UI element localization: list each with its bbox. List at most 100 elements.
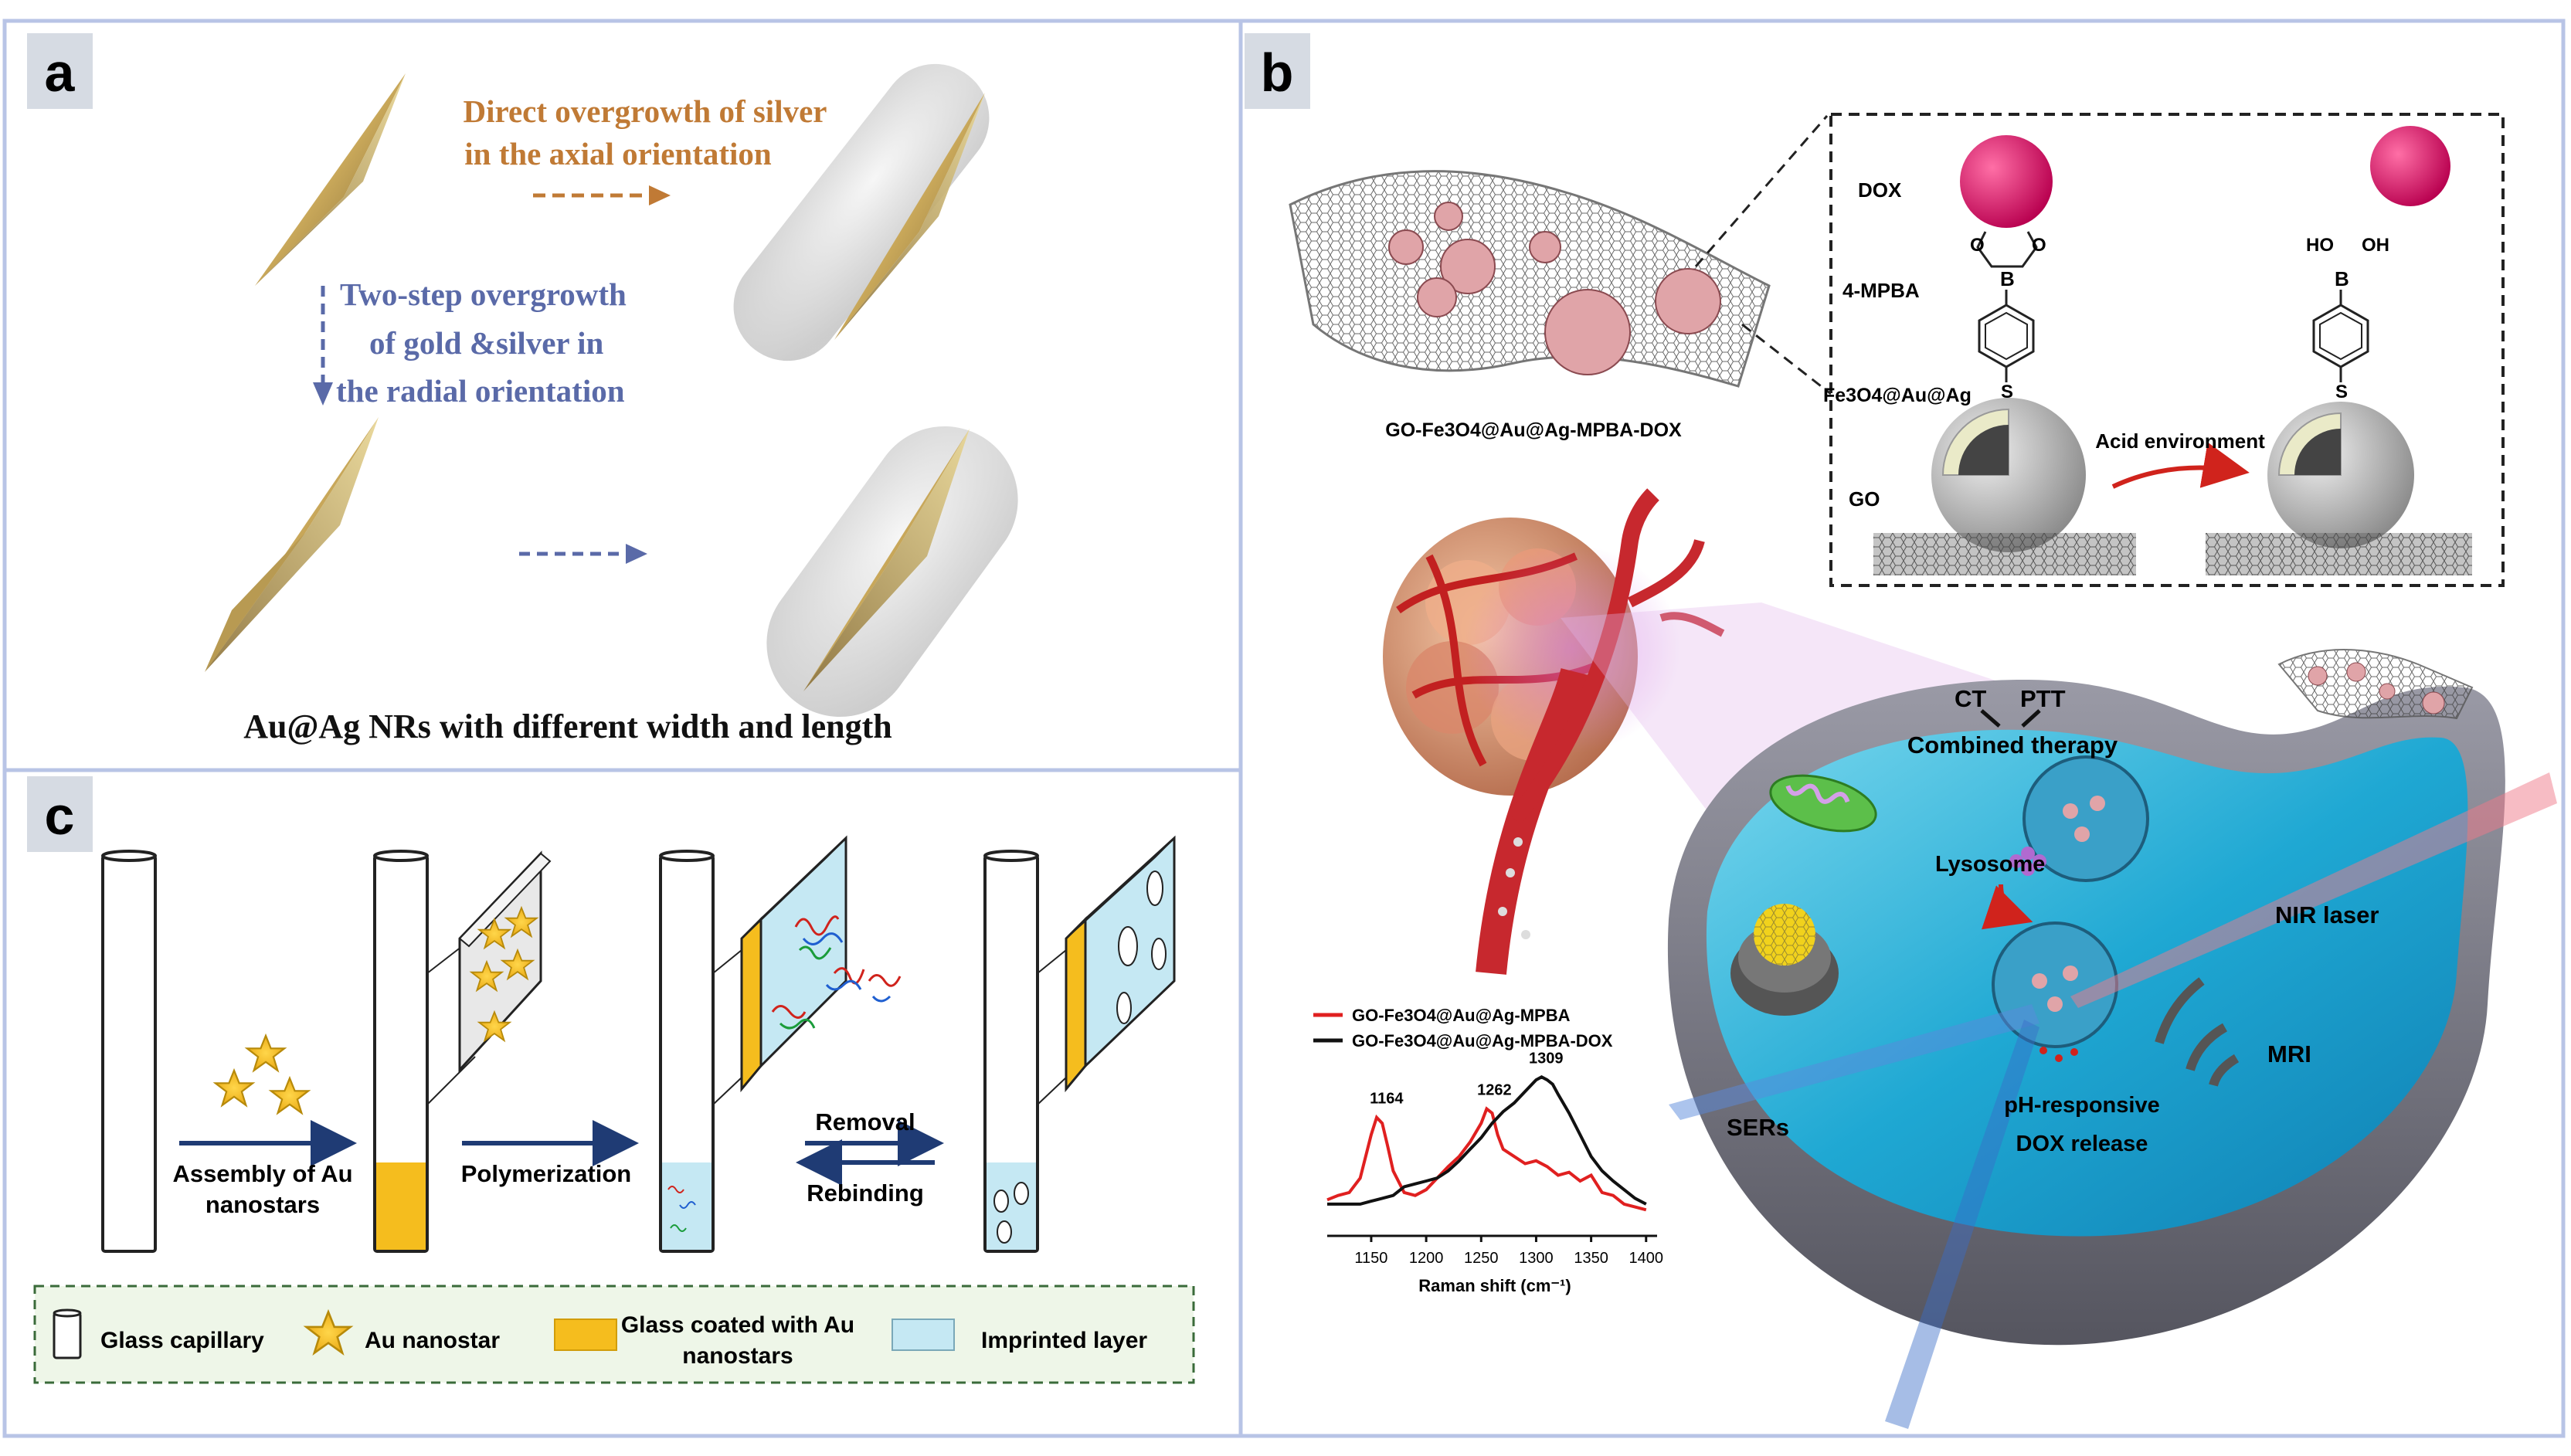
capillary-empty [101, 854, 157, 1253]
legend-coated-label-line1: Glass coated with Au [621, 1312, 854, 1338]
panel-b: GO-Fe3O4@Au@Ag-MPBA-DOX DOX 4-MPBA Fe3O4… [1289, 113, 2557, 1429]
mri-label: MRI [2267, 1040, 2311, 1067]
tumor-with-blood-vessels [1383, 488, 1725, 975]
nucleus-organelle [1730, 904, 1839, 1016]
sers-beam [1669, 1004, 2039, 1120]
axial-arrow [533, 185, 671, 205]
boron-label: B [2000, 267, 2015, 290]
au-ag-nanorod-axial [733, 63, 990, 361]
assembly-label-line2: nanostars [205, 1191, 320, 1218]
mri-wave-icon [2155, 977, 2240, 1087]
mechanism-inset: DOX 4-MPBA Fe3O4@Au@Ag GO O O B S [1823, 113, 2505, 587]
raman-series-line-1 [1327, 1075, 1647, 1206]
shell-growth-arrow [519, 544, 647, 564]
cancer-cell [1667, 680, 2557, 1429]
gold-bipyramid-initial [255, 73, 406, 286]
panel-label-b: b [1245, 33, 1310, 109]
hydroxyl-label-left: HO [2306, 235, 2334, 256]
legend-coated-label-line2: nanostars [682, 1343, 793, 1369]
zoom-line-bottom [1741, 323, 1832, 395]
sulfur-label-right: S [2335, 382, 2348, 402]
raman-tick-label-5: 1400 [1629, 1250, 1664, 1267]
nir-laser-label: NIR laser [2275, 901, 2379, 928]
panel-a-caption: Au@Ag NRs with different width and lengt… [243, 708, 892, 745]
radial-arrow [313, 286, 333, 406]
graphene-base-right [2206, 533, 2472, 575]
assembly-label-line1: Assembly of Au [172, 1160, 352, 1187]
axial-label-line2: in the axial orientation [464, 136, 772, 171]
au-ag-nanorod-radial [766, 426, 1018, 718]
hydroxyl-label-right: OH [2362, 235, 2389, 256]
mitochondrion [1769, 774, 1877, 833]
mpba-label: 4-MPBA [1842, 279, 1920, 302]
raman-tick-label-2: 1250 [1464, 1250, 1499, 1267]
raman-x-axis-label: Raman shift (cm⁻¹) [1418, 1276, 1571, 1295]
lysosome-arrow [1981, 884, 2033, 930]
ptt-label: PTT [2020, 685, 2066, 712]
go-label: GO [1849, 487, 1880, 511]
panel-label-c: c [27, 776, 93, 852]
combined-therapy-label: Combined therapy [1907, 731, 2118, 759]
graphene-oxide-sheet [1289, 170, 1771, 388]
legend-star-icon [303, 1308, 354, 1356]
legend-nanostar-label: Au nanostar [365, 1328, 500, 1353]
raman-peak-label-1: 1262 [1477, 1081, 1512, 1098]
ct-label: CT [1955, 685, 1986, 712]
raman-tick-label-0: 1150 [1354, 1250, 1387, 1267]
boron-label-right: B [2335, 267, 2349, 290]
raman-legend-label-0: GO-Fe3O4@Au@Ag-MPBA [1352, 1006, 1571, 1025]
oxygen-label-left: O [1970, 235, 1985, 256]
sulfur-label: S [2001, 382, 2013, 402]
lysosome-label: Lysosome [1935, 852, 2045, 877]
oxygen-label-right: O [2032, 235, 2046, 256]
radial-label-line3: the radial orientation [336, 373, 625, 409]
radial-label-line2: of gold &silver in [369, 325, 604, 361]
legend-imprinted-swatch [892, 1319, 955, 1351]
raman-series-line-0 [1326, 1106, 1647, 1212]
polymerization-label: Polymerization [461, 1160, 632, 1187]
legend-gold-swatch [554, 1319, 617, 1351]
raman-legend: GO-Fe3O4@Au@Ag-MPBA GO-Fe3O4@Au@Ag-MPBA-D… [1313, 1006, 1613, 1050]
ph-responsive-label-line2: DOX release [2016, 1132, 2148, 1156]
ph-responsive-label-line1: pH-responsive [2004, 1093, 2159, 1118]
rebinding-label: Rebinding [807, 1179, 924, 1207]
combined-therapy-arrows [1980, 709, 2041, 728]
removal-label: Removal [815, 1108, 915, 1135]
acid-environment-label: Acid environment [2095, 429, 2265, 453]
raman-tick-label-1: 1200 [1409, 1250, 1444, 1267]
panel-label-a: a [27, 33, 93, 109]
sers-label: SERs [1727, 1114, 1789, 1141]
fe3o4-label: Fe3O4@Au@Ag [1823, 385, 1972, 406]
go-nanocomposite-caption: GO-Fe3O4@Au@Ag-MPBA-DOX [1385, 419, 1682, 441]
legend-capillary-icon [53, 1308, 82, 1359]
raman-tick-label-4: 1350 [1574, 1250, 1608, 1267]
capillary-imprinted-with-template [659, 835, 902, 1253]
raman-peak-label-0: 1164 [1370, 1091, 1404, 1108]
zoom-line-top [1694, 115, 1829, 267]
panel-c-legend: Glass capillary Au nanostar Glass coated… [33, 1285, 1195, 1384]
raman-peak-labels-group: 1164 1262 1309 [1370, 1050, 1563, 1107]
panel-c: Assembly of Au nanostars Polymerization [33, 835, 1195, 1384]
dox-molecule [1960, 135, 2053, 228]
raman-spectrum-chart: GO-Fe3O4@Au@Ag-MPBA GO-Fe3O4@Au@Ag-MPBA-D… [1313, 1006, 1663, 1295]
legend-imprinted-label: Imprinted layer [981, 1328, 1147, 1353]
raman-series-group [1326, 1075, 1647, 1212]
panel-a: Direct overgrowth of silver in the axial… [205, 63, 1018, 745]
capillary-imprinted-cavities [983, 835, 1176, 1253]
raman-peak-label-2: 1309 [1529, 1050, 1564, 1067]
graphene-base-left [1873, 533, 2136, 575]
raman-legend-label-1: GO-Fe3O4@Au@Ag-MPBA-DOX [1352, 1031, 1613, 1050]
lysosome-vesicle-upper [2022, 755, 2149, 882]
panel-label-c-text: c [45, 786, 75, 846]
legend-capillary-label: Glass capillary [100, 1328, 264, 1353]
core-shell-particle-left [1931, 398, 2086, 552]
lysosome-cluster [2009, 847, 2046, 876]
radial-label-line1: Two-step overgrowth [340, 277, 627, 312]
panel-label-a-text: a [45, 42, 76, 103]
acid-environment-arrow [2111, 442, 2250, 489]
au-nanostar-group [212, 1033, 311, 1115]
panel-label-b-text: b [1261, 42, 1294, 103]
nir-laser-beam [2070, 772, 2557, 1008]
